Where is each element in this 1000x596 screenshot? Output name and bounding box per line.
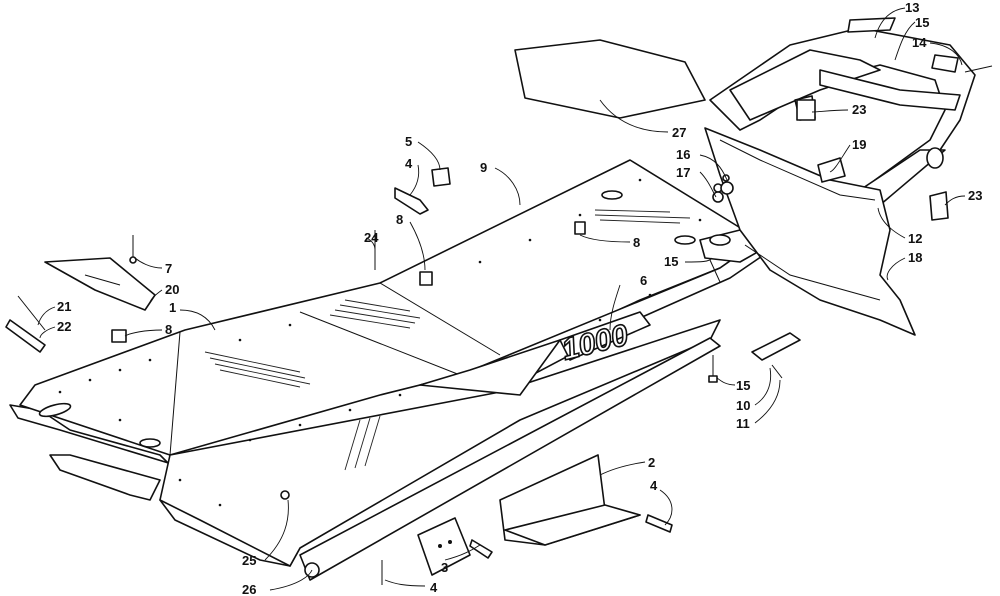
callout-4: 4 <box>430 580 438 595</box>
callout-9: 9 <box>480 160 487 175</box>
callout-15: 15 <box>915 15 929 30</box>
callout-12: 12 <box>908 231 922 246</box>
callout-15: 15 <box>736 378 750 393</box>
callout-4: 4 <box>650 478 658 493</box>
plate-27 <box>514 39 706 119</box>
snow-flap <box>704 127 916 336</box>
callout-20: 20 <box>165 282 179 297</box>
callout-26: 26 <box>242 582 256 596</box>
callout-24: 24 <box>364 230 379 245</box>
callout-2: 2 <box>648 455 655 470</box>
callout-4: 4 <box>405 156 413 171</box>
callout-18: 18 <box>908 250 922 265</box>
callout-11: 11 <box>736 416 750 431</box>
tunnel-assembly <box>9 159 771 581</box>
callout-23: 23 <box>968 188 982 203</box>
callout-23: 23 <box>852 102 866 117</box>
callout-21: 21 <box>57 299 71 314</box>
callout-labels: 13 15 14 23 27 19 16 17 23 12 18 5 4 9 8… <box>57 0 982 596</box>
callout-8: 8 <box>165 322 172 337</box>
callout-19: 19 <box>852 137 866 152</box>
callout-8: 8 <box>633 235 640 250</box>
callout-5: 5 <box>405 134 412 149</box>
running-board <box>159 319 721 567</box>
callout-7: 7 <box>165 261 172 276</box>
small-parts <box>5 65 993 585</box>
callout-6: 6 <box>640 273 647 288</box>
callout-17: 17 <box>676 165 690 180</box>
callout-10: 10 <box>736 398 750 413</box>
callout-25: 25 <box>242 553 256 568</box>
callout-16: 16 <box>676 147 690 162</box>
leader-lines <box>37 7 966 591</box>
callout-27: 27 <box>672 125 686 140</box>
rear-bumper-assembly <box>704 17 976 336</box>
callout-1: 1 <box>169 300 176 315</box>
callout-15: 15 <box>664 254 678 269</box>
callout-13: 13 <box>905 0 919 15</box>
callout-22: 22 <box>57 319 71 334</box>
callout-14: 14 <box>912 35 927 50</box>
callout-3: 3 <box>441 560 448 575</box>
callout-8: 8 <box>396 212 403 227</box>
